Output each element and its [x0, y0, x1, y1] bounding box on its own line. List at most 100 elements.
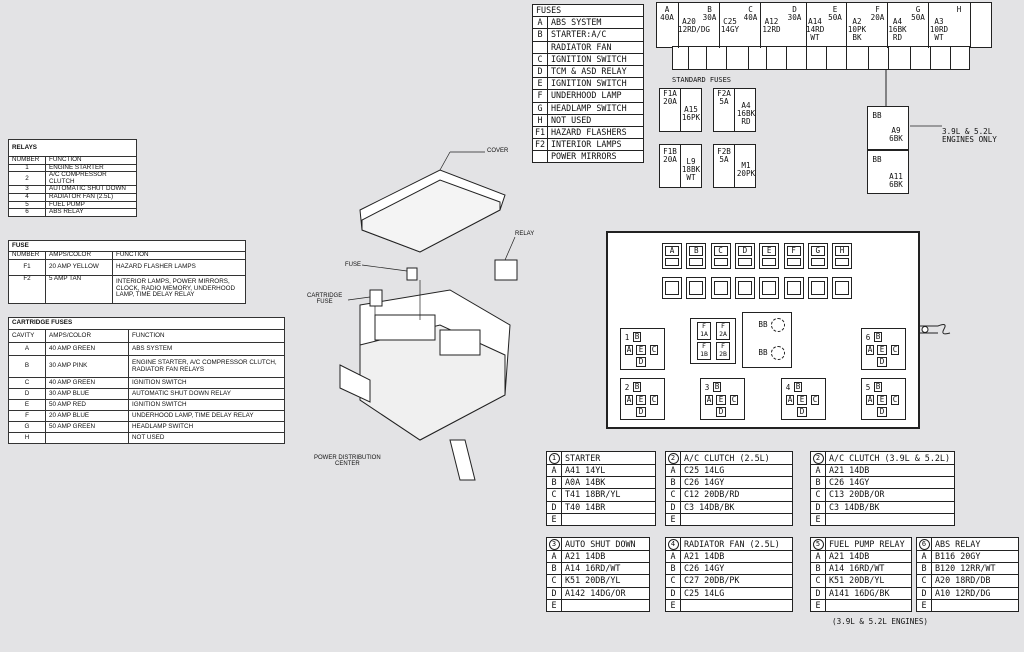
pin-label: D	[879, 407, 885, 416]
pdc-fuse-slot	[810, 258, 825, 266]
label-bb2: BB	[872, 155, 882, 164]
pin-label: C	[892, 345, 898, 354]
table-row: E	[665, 512, 793, 526]
pdc-pin-d	[797, 407, 807, 417]
strip-lower-divider	[888, 46, 889, 70]
strip-lower-divider	[806, 46, 807, 70]
pdc-pin-a	[866, 345, 874, 355]
strip-cell-2: B 30A	[702, 5, 717, 22]
pdc-bb-label: BB	[758, 320, 768, 329]
strip-cell-12: G 50A	[911, 5, 925, 22]
pin-label: E	[799, 395, 805, 404]
pdc-relay-number: 2	[624, 383, 630, 392]
pdc-relay-number: 4	[785, 383, 791, 392]
label-f2b: F2B 5A	[717, 147, 731, 164]
pdc-fuse-letter: G	[815, 246, 821, 255]
pdc-fuse-letter: E	[766, 246, 772, 255]
strip-divider	[846, 2, 847, 48]
strip-cell-11: A4 16BK RD	[888, 17, 907, 42]
pin-label: C	[812, 395, 818, 404]
connector-title: A/C CLUTCH (2.5L)	[680, 451, 793, 465]
strip-lower-divider	[706, 46, 707, 70]
pdc-pin-b	[633, 332, 641, 342]
pdc-mini-label: F 1B	[700, 342, 708, 358]
bottom-engine-note: (3.9L & 5.2L ENGINES)	[832, 617, 929, 626]
table-row: E	[546, 598, 650, 612]
pdc-relay-number: 5	[865, 383, 871, 392]
pdc-fuse-cavity-inner	[810, 246, 825, 256]
pdc-lower-slot	[786, 281, 801, 295]
pdc-fuse-letter: F	[791, 246, 796, 255]
label-bb1: BB	[872, 111, 882, 120]
label-a4: A4 16BK RD	[736, 101, 756, 126]
pdc-fuse-cavity-inner	[762, 246, 777, 256]
pin-label: D	[799, 407, 805, 416]
pin-label: A	[626, 395, 632, 404]
pdc-fuse-letter: D	[742, 246, 748, 255]
fuse-title: FUSE	[8, 240, 246, 252]
pdc-fuse-letter: C	[718, 246, 723, 255]
pdc-pin-c	[650, 345, 658, 355]
table-row: E	[810, 598, 912, 612]
label-f2a: F2A 5A	[717, 89, 731, 106]
pdc-fuse-cavity-inner	[786, 246, 801, 256]
strip-divider	[806, 2, 807, 48]
list-item: POWER MIRRORS	[532, 150, 644, 164]
connector-number: 1	[548, 453, 560, 464]
pdc-relay-number: 6	[865, 333, 871, 342]
strip-cell-10: F 20A	[870, 5, 885, 22]
standard-fuses-title: STANDARD FUSES	[672, 76, 732, 84]
strip-divider	[970, 2, 971, 48]
pdc-pin-c	[811, 395, 819, 405]
pdc-bb-stud	[771, 346, 785, 360]
fuse-m1	[734, 144, 756, 188]
pin-label: B	[875, 332, 881, 341]
strip-lower-divider	[868, 46, 869, 70]
pdc-bb-stud	[771, 318, 785, 332]
pdc-pin-a	[866, 395, 874, 405]
strip-lower-divider	[826, 46, 827, 70]
label-a11: A11 6BK	[889, 172, 903, 189]
strip-divider	[678, 2, 679, 48]
col-function: FUNCTION	[45, 156, 137, 165]
callout-cartridge-fuse: CARTRIDGE FUSE	[307, 293, 343, 305]
label-a15: A15 16PK	[681, 105, 701, 122]
pdc-pin-b	[713, 382, 721, 392]
engines-only-note: 3.9L & 5.2L ENGINES ONLY	[942, 127, 997, 144]
pin-label: C	[892, 395, 898, 404]
pin-label: C	[651, 395, 657, 404]
pdc-fuse-cavity-inner	[737, 246, 752, 256]
connector-number: 2	[812, 453, 824, 464]
pin-label: C	[731, 395, 737, 404]
pdc-mini-fuse	[716, 322, 730, 340]
pdc-relay-number: 3	[704, 383, 710, 392]
fuse-a15	[680, 88, 702, 132]
pdc-lower-slot	[737, 281, 752, 295]
pin-label: D	[638, 407, 644, 416]
strip-lower-divider	[726, 46, 727, 70]
col-number: NUMBER	[8, 156, 46, 165]
